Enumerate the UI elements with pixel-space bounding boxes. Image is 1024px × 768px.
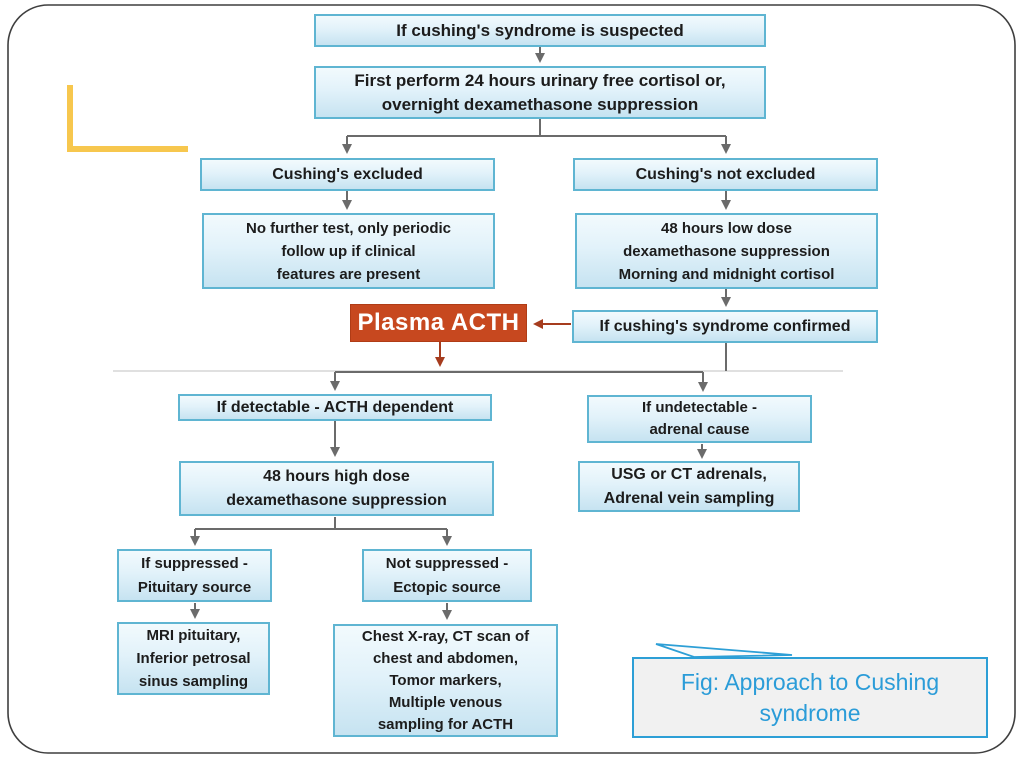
node-ectopic-source: Not suppressed - Ectopic source: [362, 549, 532, 602]
node-cushing-not-excluded: Cushing's not excluded: [573, 158, 878, 191]
figure-caption: Fig: Approach to Cushing syndrome: [632, 657, 988, 738]
node-cushing-excluded: Cushing's excluded: [200, 158, 495, 191]
node-low-dose-suppression: 48 hours low dose dexamethasone suppress…: [575, 213, 878, 289]
node-high-dose-suppression: 48 hours high dose dexamethasone suppres…: [179, 461, 494, 516]
node-pituitary-source: If suppressed - Pituitary source: [117, 549, 272, 602]
node-no-further-test: No further test, only periodic follow up…: [202, 213, 495, 289]
gray-arrows: [190, 47, 731, 620]
accent-corner-mark: [67, 85, 188, 152]
node-acth-dependent: If detectable - ACTH dependent: [178, 394, 492, 421]
caption-callout-tail: [655, 643, 793, 658]
node-cushing-suspected: If cushing's syndrome is suspected: [314, 14, 766, 47]
node-chest-workup: Chest X-ray, CT scan of chest and abdome…: [333, 624, 558, 737]
node-usg-ct-adrenals: USG or CT adrenals, Adrenal vein samplin…: [578, 461, 800, 512]
node-plasma-acth: Plasma ACTH: [350, 304, 527, 342]
node-mri-pituitary: MRI pituitary, Inferior petrosal sinus s…: [117, 622, 270, 695]
node-syndrome-confirmed: If cushing's syndrome confirmed: [572, 310, 878, 343]
node-adrenal-cause: If undetectable - adrenal cause: [587, 395, 812, 443]
slide-border: [7, 4, 1016, 754]
node-first-test: First perform 24 hours urinary free cort…: [314, 66, 766, 119]
red-arrows: [435, 319, 571, 367]
